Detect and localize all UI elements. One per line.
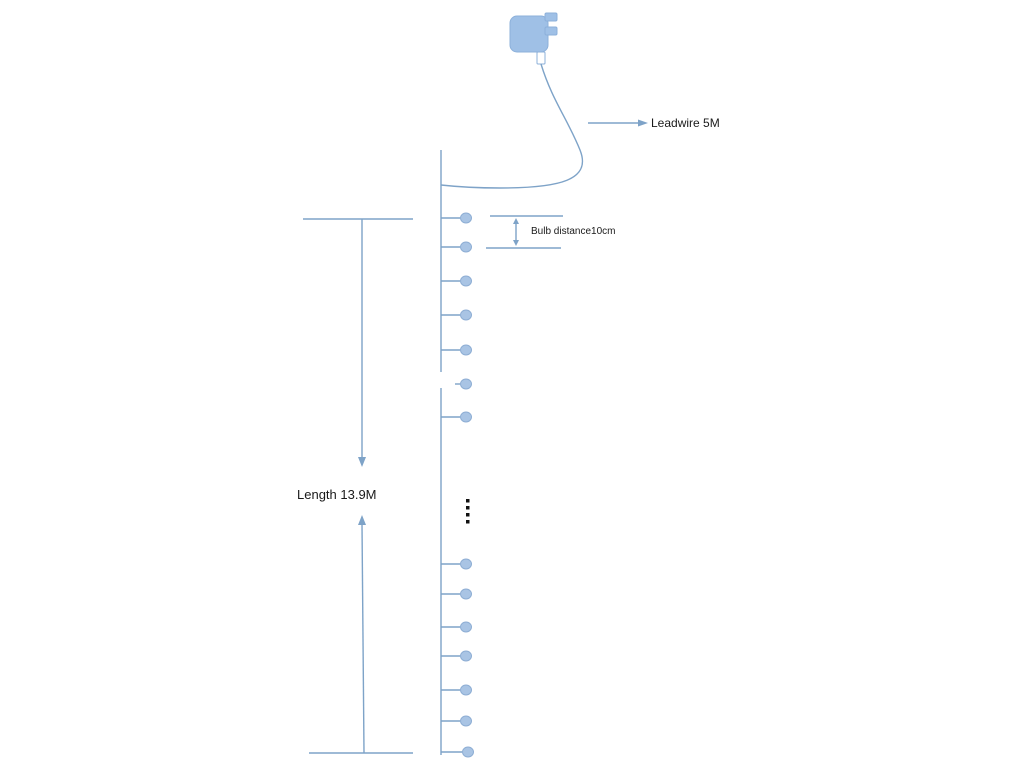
bulb <box>441 746 474 758</box>
length-label: Length 13.9M <box>297 487 377 502</box>
ellipsis-dots <box>466 499 470 524</box>
bulb <box>441 309 472 321</box>
length-dimension <box>303 218 413 754</box>
bulb <box>441 684 472 696</box>
bulb <box>441 344 472 356</box>
bulb-group-top <box>441 212 472 423</box>
bulb <box>441 588 472 600</box>
bulb <box>441 621 472 633</box>
bulb <box>441 558 472 570</box>
lead-wire-arrow <box>588 119 648 127</box>
bulb <box>441 241 472 253</box>
bulb <box>441 650 472 662</box>
bulb <box>441 275 472 287</box>
bulb-distance-label: Bulb distance10cm <box>531 226 616 237</box>
lead-wire-cable <box>440 63 584 189</box>
bulb <box>441 212 472 224</box>
bulb-distance-dimension <box>486 215 563 249</box>
lead-wire-label: Leadwire 5M <box>651 116 720 130</box>
bulb-group-bottom <box>441 558 474 758</box>
bulb <box>455 378 472 390</box>
power-adapter-icon <box>509 12 558 65</box>
bulb <box>441 411 472 423</box>
bulb <box>441 715 472 727</box>
